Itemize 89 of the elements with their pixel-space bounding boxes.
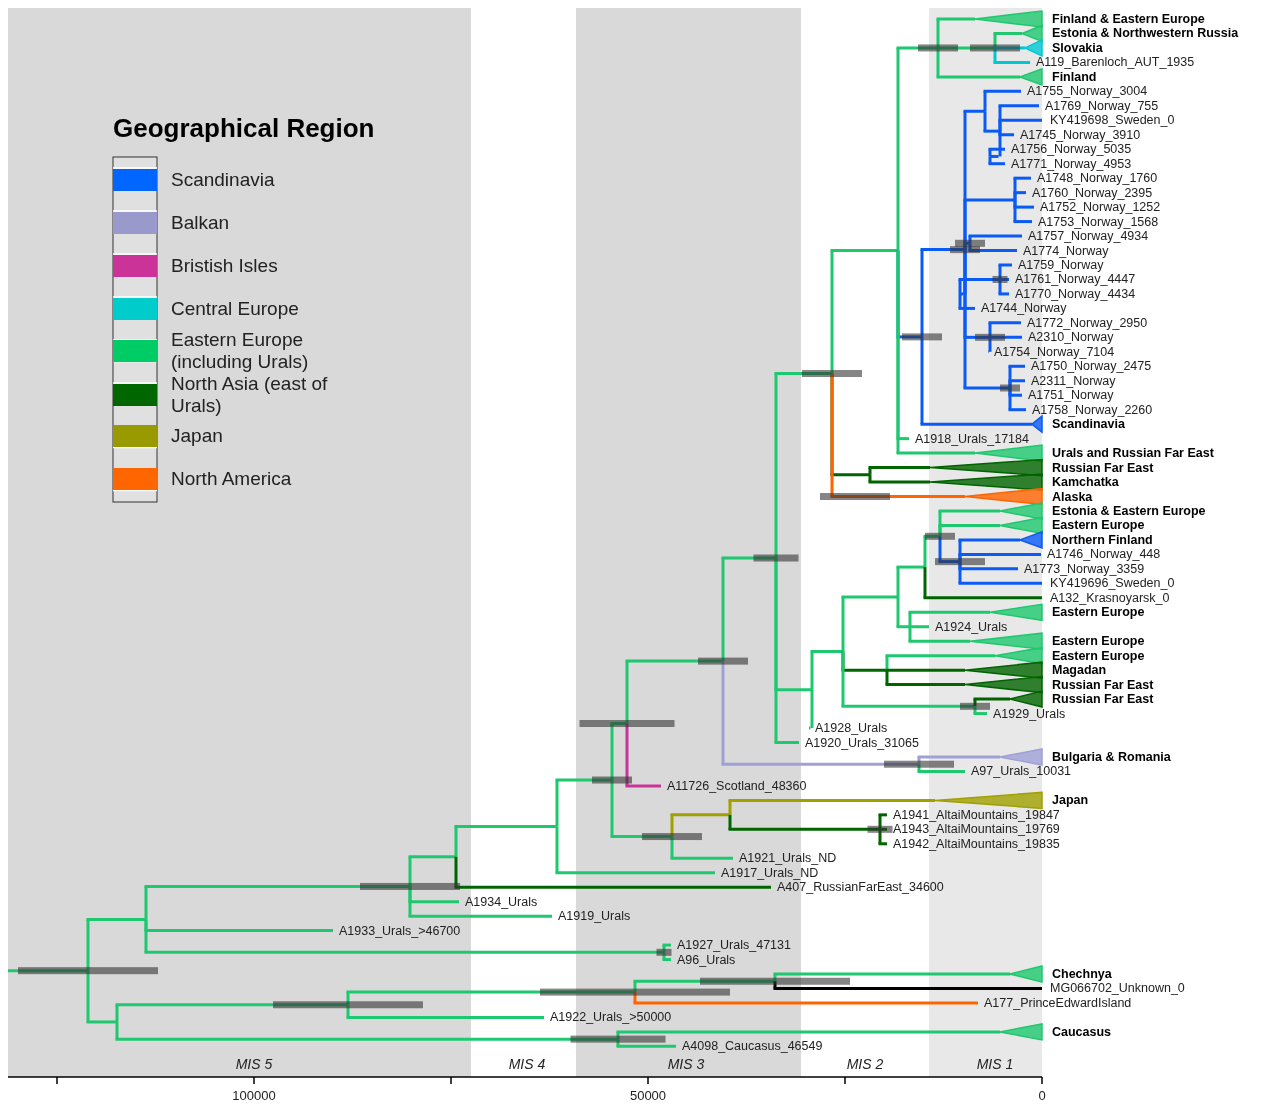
taxon-label: A1941_AltaiMountains_19847 <box>893 807 1060 823</box>
taxon-label: A11726_Scotland_48360 <box>667 777 807 794</box>
legend-label: Bristish Isles <box>171 255 279 277</box>
taxon-label: A2310_Norway <box>1028 330 1114 346</box>
clade-label: Estonia & Northwestern Russia <box>1052 26 1239 42</box>
taxon-label: A1921_Urals_ND <box>739 850 837 867</box>
period-label: MIS 1 <box>975 1056 1015 1072</box>
taxon-label: A1751_Norway <box>1028 388 1114 404</box>
clade-label: Alaska <box>1052 488 1093 505</box>
clade-label: Bulgaria & Romania <box>1052 748 1171 765</box>
taxon-label: A1933_Urals_>46700 <box>339 922 461 939</box>
taxon-label: A132_Krasnoyarsk_0 <box>1050 590 1170 606</box>
clade-label: Slovakia <box>1052 39 1103 56</box>
period-label: MIS 3 <box>666 1056 706 1072</box>
clade-label: Caucasus <box>1052 1023 1112 1040</box>
period-label: MIS 2 <box>845 1056 885 1072</box>
taxon-label: A1773_Norway_3359 <box>1024 561 1145 577</box>
taxon-label: A1745_Norway_3910 <box>1020 127 1141 143</box>
taxon-label: A1752_Norway_1252 <box>1040 200 1161 216</box>
taxon-label: A1760_Norway_2395 <box>1032 185 1153 201</box>
taxon-label: A1928_Urals <box>815 720 888 736</box>
taxon-label: KY419698_Sweden_0 <box>1050 113 1175 129</box>
taxon-label: A1748_Norway_1760 <box>1037 171 1158 187</box>
taxon-label: A96_Urals <box>677 952 736 968</box>
clade-label: Eastern Europe <box>1052 605 1145 621</box>
taxon-label: A1744_Norway <box>981 301 1067 317</box>
taxon-label: A2311_Norway <box>1031 373 1116 389</box>
taxon-label: A1922_Urals_>50000 <box>550 1009 672 1026</box>
taxon-label: A1927_Urals_47131 <box>677 937 791 954</box>
clade-label: Kamchatka <box>1052 474 1119 491</box>
legend-title: Geographical Region <box>113 112 375 144</box>
axis-tick-label: 100000 <box>231 1088 277 1104</box>
clade-label: Chechnya <box>1052 966 1112 982</box>
taxon-label: A1771_Norway_4953 <box>1011 156 1132 172</box>
clade-label: Northern Finland <box>1052 532 1153 548</box>
clade-label: Finland & Eastern Europe <box>1052 11 1205 27</box>
clade-label: Eastern Europe <box>1052 648 1145 664</box>
taxon-label: A1772_Norway_2950 <box>1027 315 1148 331</box>
clade-label: Estonia & Eastern Europe <box>1052 502 1206 519</box>
taxon-label: A1929_Urals <box>993 705 1066 722</box>
taxon-label: A1942_AltaiMountains_19835 <box>893 836 1060 852</box>
taxon-label: MG066702_Unknown_0 <box>1050 981 1185 997</box>
taxon-label: A177_PrinceEdwardIsland <box>984 995 1132 1011</box>
clade-label: Russian Far East <box>1052 459 1154 476</box>
taxon-label: A1759_Norway <box>1018 258 1104 273</box>
legend-label: North America <box>171 468 293 490</box>
taxon-label: A1943_AltaiMountains_19769 <box>893 822 1060 838</box>
clade-label: Scandinavia <box>1052 417 1125 433</box>
legend-label: North Asia (east of Urals) <box>171 373 329 417</box>
taxon-label: A1757_Norway_4934 <box>1028 229 1149 245</box>
taxon-label: A1753_Norway_1568 <box>1038 214 1159 230</box>
clade-label: Eastern Europe <box>1052 633 1145 650</box>
period-label: MIS 5 <box>234 1056 274 1072</box>
taxon-label: A1774_Norway <box>1023 243 1109 259</box>
taxon-label: A1750_Norway_2475 <box>1031 359 1152 375</box>
clade-label: Finland <box>1052 69 1097 85</box>
taxon-label: A1934_Urals <box>465 893 538 910</box>
legend-label: Eastern Europe (including Urals) <box>171 329 310 373</box>
taxon-label: A1920_Urals_31065 <box>805 735 919 751</box>
clade-label: Russian Far East <box>1052 677 1154 693</box>
axis-tick-label: 0 <box>1037 1088 1047 1104</box>
taxon-label: A119_Barenloch_AUT_1935 <box>1036 54 1195 71</box>
taxon-label: A1756_Norway_5035 <box>1011 142 1132 158</box>
taxon-label: A1758_Norway_2260 <box>1032 402 1153 418</box>
clade-label: Japan <box>1052 792 1089 809</box>
taxon-label: A1755_Norway_3004 <box>1027 83 1148 100</box>
clade-label: Eastern Europe <box>1052 517 1145 534</box>
taxon-label: A1917_Urals_ND <box>721 865 819 881</box>
legend-label: Balkan <box>171 212 231 234</box>
clade-label: Magadan <box>1052 663 1107 679</box>
taxon-label: A407_RussianFarEast_34600 <box>777 880 944 896</box>
taxon-label: A4098_Caucasus_46549 <box>682 1038 823 1055</box>
legend-label: Scandinavia <box>171 169 276 191</box>
taxon-label: A1754_Norway_7104 <box>994 344 1115 360</box>
clade-label: Russian Far East <box>1052 691 1154 708</box>
legend-label: Japan <box>171 425 224 447</box>
taxon-label: A1761_Norway_4447 <box>1015 272 1136 288</box>
axis-tick-label: 50000 <box>628 1088 668 1104</box>
taxon-label: A1746_Norway_448 <box>1047 546 1161 563</box>
taxon-label: A1769_Norway_755 <box>1045 98 1159 114</box>
taxon-label: KY419696_Sweden_0 <box>1050 576 1175 592</box>
taxon-label: A1770_Norway_4434 <box>1015 286 1136 302</box>
taxon-label: A1924_Urals <box>935 618 1008 635</box>
period-label: MIS 4 <box>507 1056 547 1072</box>
taxon-label: A1918_Urals_17184 <box>915 430 1029 447</box>
legend-label: Central Europe <box>171 298 300 320</box>
taxon-label: A97_Urals_10031 <box>971 764 1072 780</box>
taxon-label: A1919_Urals <box>558 908 631 925</box>
clade-label: Urals and Russian Far East <box>1052 445 1214 462</box>
